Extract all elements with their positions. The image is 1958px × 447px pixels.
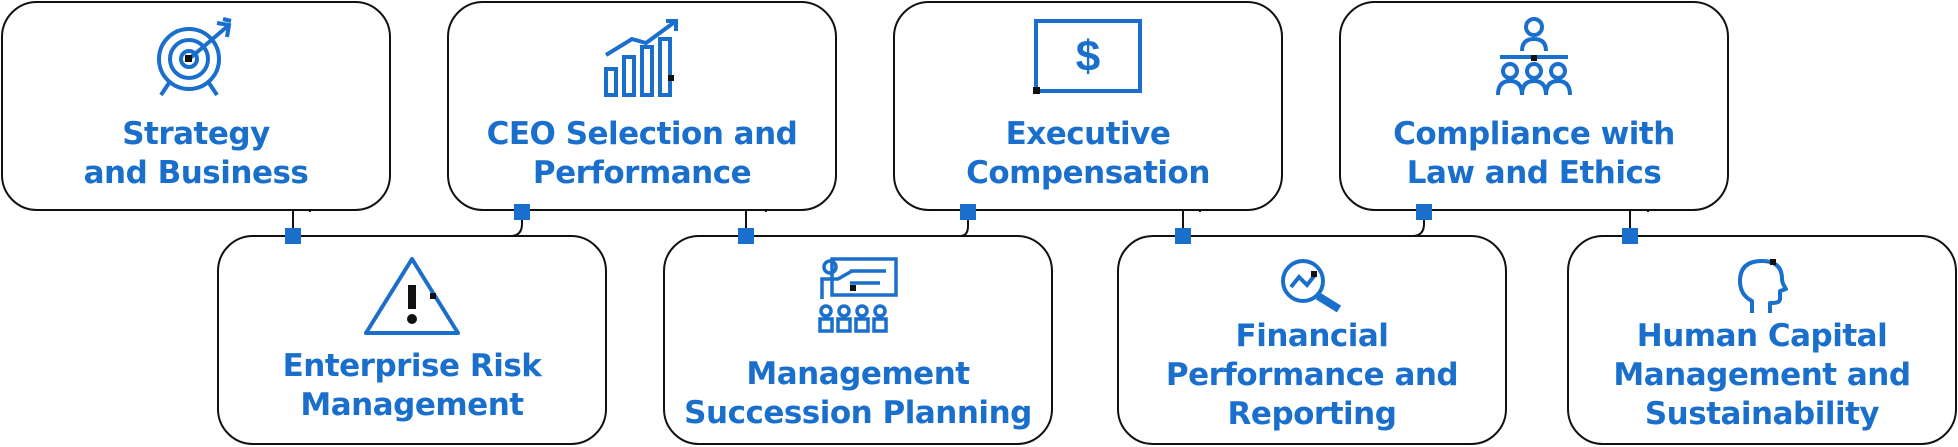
card-label-line: CEO Selection and <box>486 116 798 152</box>
card-risk: Enterprise Risk Management <box>217 235 607 445</box>
card-label: Financial Performance and Reporting <box>1119 317 1505 434</box>
card-label-line: Management and <box>1613 357 1911 393</box>
connector-2 <box>293 212 523 237</box>
magnifier-trend-icon <box>1119 257 1505 313</box>
card-label-line: Compliance with <box>1393 116 1675 152</box>
card-compensation: $ Executive Compensation <box>893 1 1283 211</box>
head-profile-icon <box>1569 257 1955 315</box>
connector-5 <box>1182 207 1201 236</box>
growth-chart-icon <box>449 17 835 99</box>
card-label-line: Succession Planning <box>684 395 1032 431</box>
card-succession: Management Succession Planning <box>663 235 1053 445</box>
card-compliance: Compliance with Law and Ethics <box>1339 1 1729 211</box>
card-label: Executive Compensation <box>895 115 1281 193</box>
org-structure-icon <box>1341 17 1727 99</box>
connector-1 <box>292 207 311 236</box>
card-label: Human Capital Management and Sustainabil… <box>1569 317 1955 434</box>
card-label: Management Succession Planning <box>665 355 1051 433</box>
connector-7 <box>1629 207 1649 236</box>
card-ceo: CEO Selection and Performance <box>447 1 837 211</box>
card-label-line: Management <box>746 356 970 392</box>
card-label-line: Reporting <box>1227 396 1397 432</box>
warning-triangle-icon <box>219 255 605 337</box>
card-label-line: Financial <box>1235 318 1389 354</box>
card-label-line: Performance and <box>1165 357 1459 393</box>
card-label-line: Sustainability <box>1644 396 1880 432</box>
connector-3 <box>745 207 767 236</box>
dollar-screen-icon: $ <box>895 17 1281 99</box>
card-label: Enterprise Risk Management <box>219 347 605 425</box>
svg-text:$: $ <box>1076 32 1100 81</box>
card-label-line: Performance <box>532 155 752 191</box>
card-label: CEO Selection and Performance <box>449 115 835 193</box>
card-label-line: Executive <box>1005 116 1171 152</box>
card-financial: Financial Performance and Reporting <box>1117 235 1507 445</box>
presentation-audience-icon <box>665 255 1051 337</box>
card-label-line: and Business <box>83 155 309 191</box>
card-label-line: Human Capital <box>1636 318 1888 354</box>
card-human-capital: Human Capital Management and Sustainabil… <box>1567 235 1957 445</box>
card-label-line: Strategy <box>122 116 270 152</box>
card-label: Compliance with Law and Ethics <box>1341 115 1727 193</box>
card-strategy: Strategy and Business <box>1 1 391 211</box>
card-label-line: Enterprise Risk <box>282 348 542 384</box>
card-label-line: Law and Ethics <box>1406 155 1662 191</box>
connector-4 <box>746 212 969 237</box>
card-label-line: Compensation <box>966 155 1210 191</box>
card-label: Strategy and Business <box>3 115 389 193</box>
card-label-line: Management <box>300 387 524 423</box>
target-icon <box>3 17 389 99</box>
connector-6 <box>1183 212 1425 237</box>
